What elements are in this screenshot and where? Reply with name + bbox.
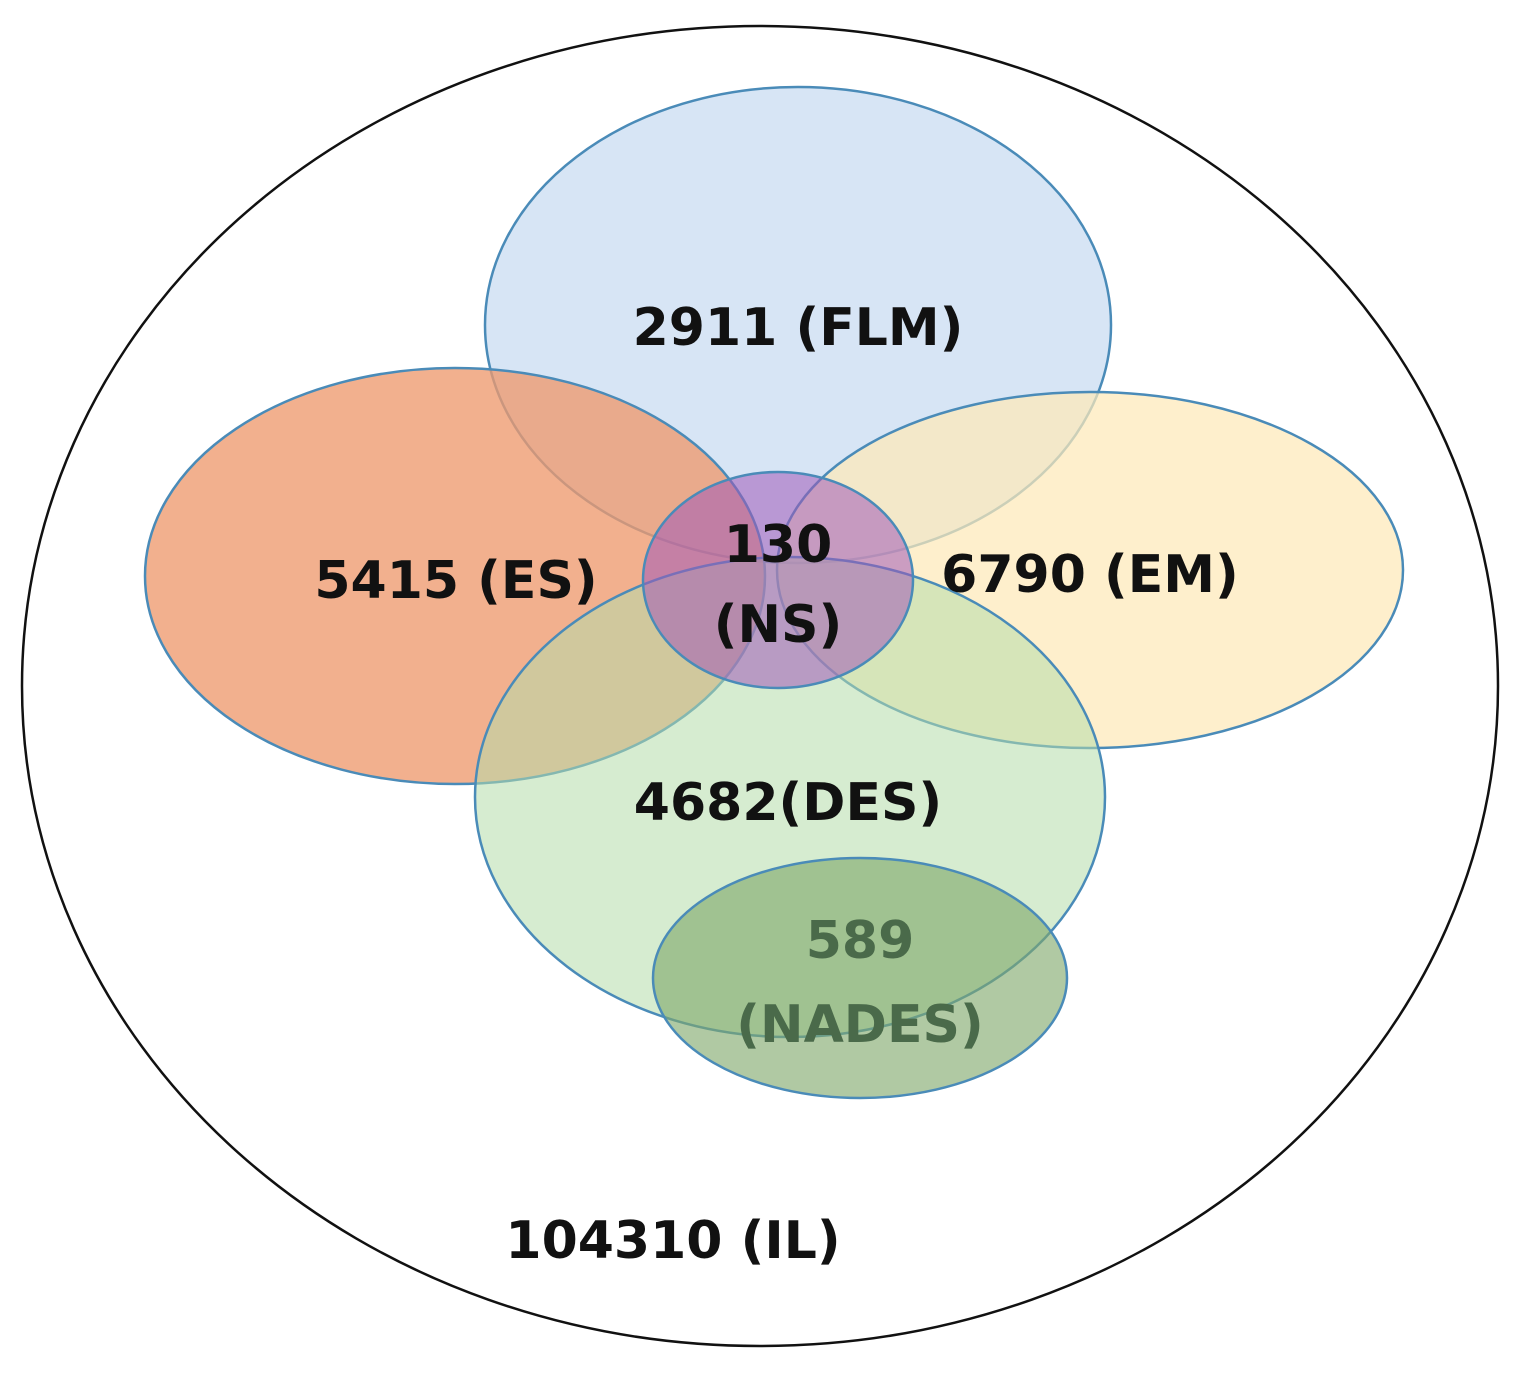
label-ns-count: 130 — [724, 515, 833, 575]
label-des: 4682(DES) — [634, 773, 942, 833]
set-nades — [651, 856, 1069, 1100]
label-es: 5415 (ES) — [314, 551, 597, 611]
label-em: 6790 (EM) — [941, 545, 1239, 605]
outer-set-il — [20, 24, 1500, 1348]
label-nades-name: (NADES) — [736, 995, 983, 1055]
label-flm: 2911 (FLM) — [633, 298, 964, 358]
label-il: 104310 (IL) — [505, 1211, 840, 1271]
label-ns-name: (NS) — [714, 595, 843, 655]
label-nades-count: 589 — [806, 911, 915, 971]
set-ns — [641, 470, 915, 690]
